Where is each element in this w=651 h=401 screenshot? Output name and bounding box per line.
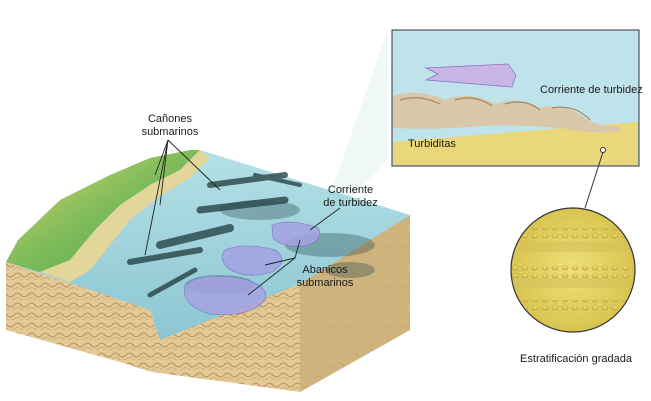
current-label: Corriente de turbidez	[313, 184, 388, 210]
canyons-label: Cañones submarinos	[135, 113, 205, 139]
graded-bedding-label: Estratificación gradada	[516, 353, 636, 366]
current-label-line-2: de turbidez	[313, 197, 388, 210]
sample-point	[601, 148, 606, 153]
fan-3	[272, 222, 320, 246]
canyons-label-line-1: Cañones	[135, 113, 205, 126]
canyons-label-line-2: submarinos	[135, 126, 205, 139]
current-label-line-1: Corriente	[313, 184, 388, 197]
fans-label-line-2: submarinos	[290, 277, 360, 290]
fans-label-line-1: Abanicos	[290, 264, 360, 277]
turbidites-label: Turbiditas	[408, 138, 456, 151]
inset-current-label: Corriente de turbidez	[540, 84, 643, 97]
fans-label: Abanicos submarinos	[290, 264, 360, 290]
graded-bedding-circle	[505, 208, 645, 332]
